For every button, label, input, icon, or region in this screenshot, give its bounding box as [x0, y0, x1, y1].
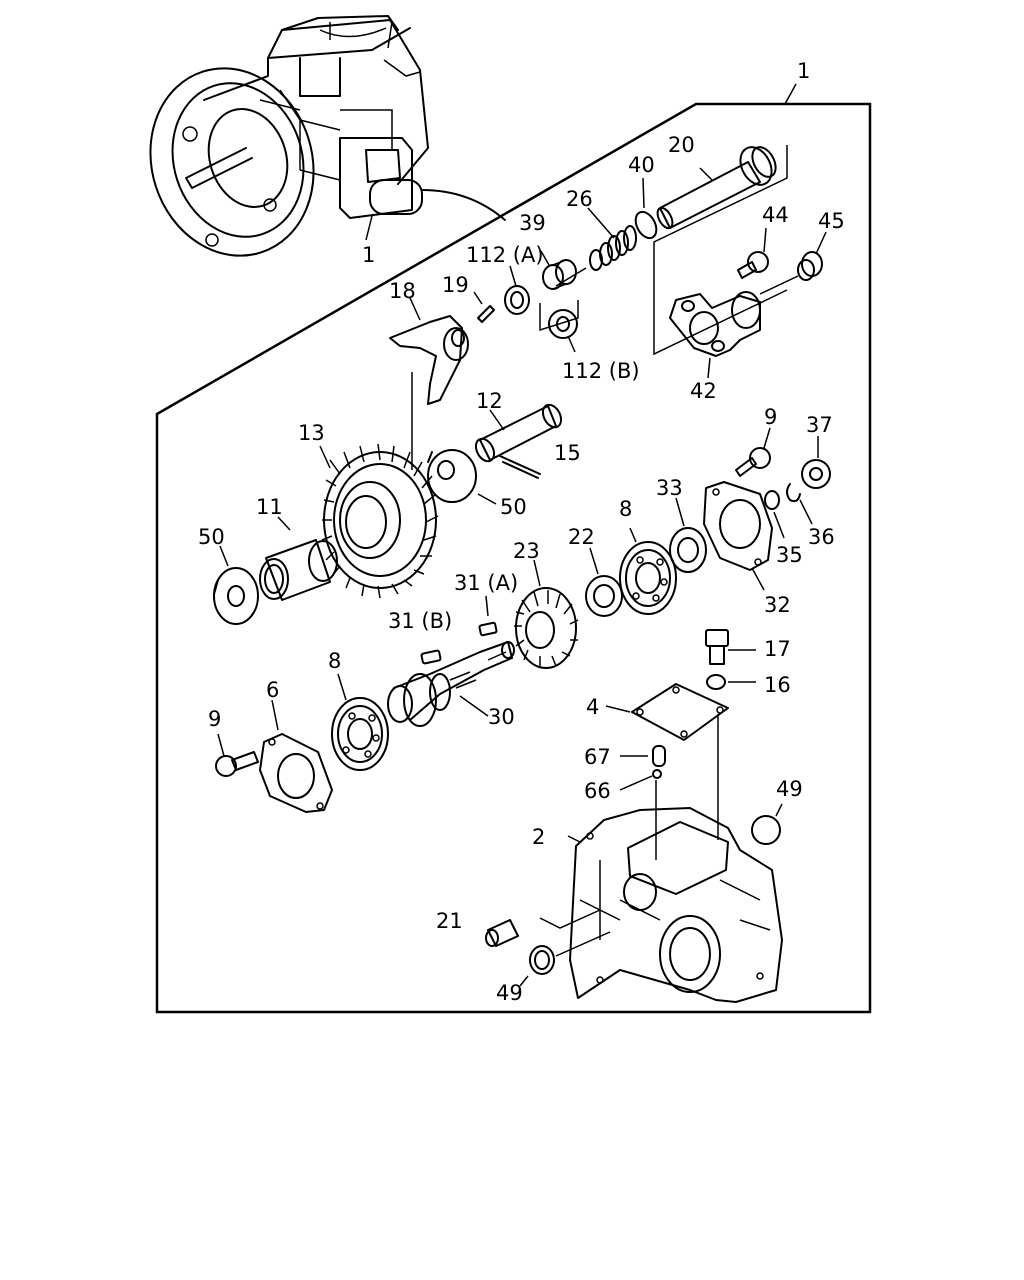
callout-31b: 31 (B) [388, 609, 452, 633]
callout-50-right: 50 [500, 495, 527, 519]
callout-9-right: 9 [764, 405, 777, 429]
part-12-shaft [474, 403, 563, 463]
callout-15: 15 [554, 441, 581, 465]
callout-35: 35 [776, 543, 803, 567]
callout-labels: 1 1 20 40 26 39 112 (A) 44 45 19 18 112 … [198, 59, 845, 1005]
part-31b-key [420, 649, 442, 665]
part-4-cover-plate [605, 683, 729, 840]
callout-1-engine: 1 [362, 243, 375, 267]
part-40-seal [634, 210, 658, 240]
callout-22: 22 [568, 525, 595, 549]
part-6-cover [259, 699, 333, 813]
callout-8-left: 8 [328, 649, 341, 673]
callout-40: 40 [628, 153, 655, 177]
part-22-bearing [585, 547, 623, 617]
part-32-cover [703, 481, 773, 591]
part-33-seal [669, 497, 707, 573]
callout-66: 66 [584, 779, 611, 803]
callout-16: 16 [764, 673, 791, 697]
part-37-nut [801, 436, 831, 489]
part-50-left-washer [213, 545, 259, 625]
callout-50-left: 50 [198, 525, 225, 549]
callout-45: 45 [818, 209, 845, 233]
callout-12: 12 [476, 389, 503, 413]
callout-20: 20 [668, 133, 695, 157]
callout-11: 11 [256, 495, 283, 519]
callout-8-right: 8 [619, 497, 632, 521]
callout-67: 67 [584, 745, 611, 769]
callout-39: 39 [519, 211, 546, 235]
callout-leader-1 [784, 83, 797, 105]
callout-42: 42 [690, 379, 717, 403]
callout-4: 4 [586, 695, 599, 719]
callout-44: 44 [762, 203, 789, 227]
part-39-bush [540, 250, 577, 290]
part-13-gear [319, 443, 439, 599]
part-9-right-bolt [735, 427, 771, 477]
callout-33: 33 [656, 476, 683, 500]
part-9-left-bolt [215, 733, 259, 777]
part-2-case [567, 807, 783, 1003]
part-20-shaft [656, 146, 777, 230]
part-23-bevel-gear [514, 559, 579, 669]
part-11-bush [259, 516, 338, 601]
part-44-bolt [737, 227, 769, 279]
part-16-washer [706, 674, 756, 690]
part-35-washer [764, 490, 785, 539]
callout-13: 13 [298, 421, 325, 445]
part-19-pin [473, 291, 495, 323]
callout-19: 19 [442, 273, 469, 297]
part-45-fitting [759, 231, 827, 295]
part-42-housing [669, 291, 761, 379]
callout-6: 6 [266, 678, 279, 702]
part-49-bottom-plug [519, 931, 611, 987]
callout-49-right: 49 [776, 777, 803, 801]
callout-2: 2 [532, 825, 545, 849]
part-67-pin [620, 745, 666, 767]
part-31a-key [478, 621, 498, 637]
callout-112a: 112 (A) [466, 243, 544, 267]
callout-1-top: 1 [797, 59, 810, 83]
callout-37: 37 [806, 413, 833, 437]
part-50-right-washer [427, 449, 497, 505]
part-36-spring-washer [786, 483, 813, 525]
callout-18: 18 [389, 279, 416, 303]
callout-112b: 112 (B) [562, 359, 640, 383]
callout-23: 23 [513, 539, 540, 563]
callout-32: 32 [764, 593, 791, 617]
callout-26: 26 [566, 187, 593, 211]
part-26-spring [587, 207, 637, 271]
part-112a-bushing [504, 265, 530, 315]
part-8-left-bearing [331, 673, 389, 771]
part-21-pin [485, 909, 601, 947]
callout-31a: 31 (A) [454, 571, 518, 595]
callout-21: 21 [436, 909, 463, 933]
assembly-frame [155, 102, 872, 1014]
callout-36: 36 [808, 525, 835, 549]
callout-17: 17 [764, 637, 791, 661]
part-49-right-plug [751, 803, 783, 845]
part-66-ball [619, 769, 662, 860]
part-17-bolt [705, 629, 756, 665]
part-18-shift-fork [389, 297, 469, 470]
part-15-pin [499, 455, 541, 479]
callout-49-bottom: 49 [496, 981, 523, 1005]
callout-9-left: 9 [208, 707, 221, 731]
part-30-shaft [387, 641, 515, 727]
callout-30: 30 [488, 705, 515, 729]
part-112b-washer [539, 267, 587, 353]
part-8-right-bearing [619, 527, 677, 615]
transmission-assembly-illustration [149, 15, 506, 257]
